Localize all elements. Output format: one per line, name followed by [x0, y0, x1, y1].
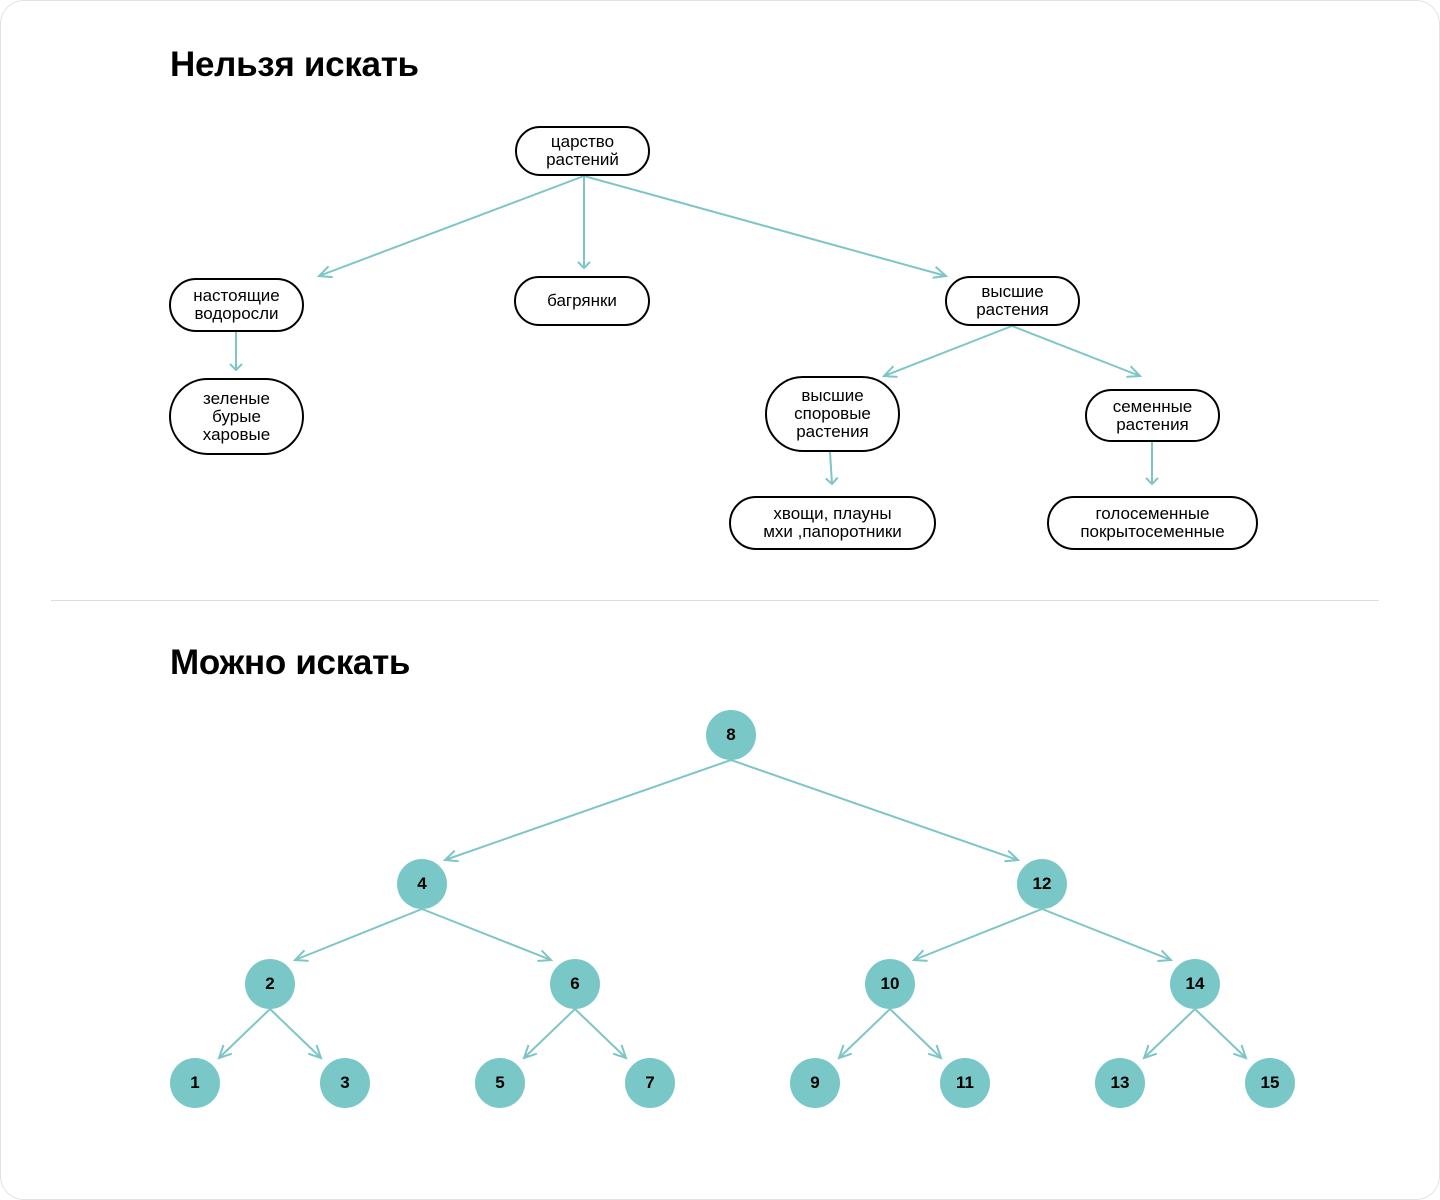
edge-4-6	[421, 908, 552, 961]
node-text-line: растений	[546, 150, 619, 169]
bst-node-5: 5	[475, 1058, 525, 1108]
edge-spore-kinds	[829, 451, 833, 485]
arrowhead	[307, 1044, 323, 1060]
node-text-line: высшие	[981, 282, 1044, 301]
node-text-line: зеленые	[203, 388, 270, 408]
node-text-line: настоящие	[193, 286, 280, 305]
node-text-line: бурые	[212, 406, 261, 426]
edge-2-1	[218, 1008, 271, 1059]
node-spore-kinds: хвощи, плауны мхи ,папоротники	[729, 496, 936, 550]
arrowhead	[927, 1044, 943, 1060]
arrowhead	[1157, 949, 1174, 962]
bst-node-15: 15	[1245, 1058, 1295, 1108]
edge-8-4	[444, 759, 732, 861]
arrowhead	[837, 1044, 853, 1060]
arrowhead	[442, 849, 459, 863]
arrowhead	[217, 1044, 233, 1060]
node-text-line: голосеменные	[1095, 504, 1210, 523]
edge-14-13	[1143, 1008, 1196, 1059]
arrowhead	[1142, 1044, 1158, 1060]
section-title-cannot-search: Нельзя искать	[170, 45, 419, 84]
edge-10-11	[889, 1008, 942, 1059]
arrowhead	[1004, 849, 1021, 863]
node-algae: настоящие водоросли	[169, 278, 304, 332]
edge-kingdom-algae	[318, 175, 585, 277]
edge-6-7	[574, 1008, 627, 1059]
edge-10-9	[838, 1008, 891, 1059]
bottom-tree-edges	[217, 759, 1248, 1060]
node-higher-plants: высшие растения	[945, 276, 1080, 326]
arrowhead	[825, 476, 839, 486]
edge-kingdom-higher	[583, 175, 947, 277]
bst-node-7: 7	[625, 1058, 675, 1108]
bst-node-2: 2	[245, 959, 295, 1009]
bst-node-8: 8	[706, 710, 756, 760]
bst-node-3: 3	[320, 1058, 370, 1108]
bst-node-12: 12	[1017, 859, 1067, 909]
node-text-line: багрянки	[547, 291, 617, 310]
edge-14-15	[1194, 1008, 1247, 1059]
section-title-can-search: Можно искать	[170, 643, 411, 682]
node-spore-plants: высшие споровые растения	[765, 376, 900, 452]
node-text-line: харовые	[202, 424, 271, 444]
edge-12-14	[1041, 908, 1172, 961]
node-seed-kinds: голосеменные покрытосеменные	[1047, 496, 1258, 550]
edge-2-3	[269, 1008, 322, 1059]
edge-8-12	[730, 759, 1019, 861]
arrowhead	[1126, 365, 1143, 378]
edge-higher-spore	[883, 325, 1013, 377]
node-text-line: споровые	[794, 404, 871, 423]
arrowhead	[522, 1044, 538, 1060]
arrowhead	[881, 365, 898, 378]
section-divider	[51, 600, 1379, 601]
node-algae-kinds: зеленые бурые харовые	[169, 378, 304, 455]
arrowhead	[1145, 477, 1159, 486]
node-text-line: растения	[976, 300, 1049, 319]
bst-node-10: 10	[865, 959, 915, 1009]
node-red-algae: багрянки	[514, 276, 650, 326]
edge-6-5	[523, 1008, 576, 1059]
arrowhead	[612, 1044, 628, 1060]
node-text-line: мхи ,папоротники	[763, 522, 902, 541]
node-text-line: водоросли	[194, 304, 279, 323]
bst-node-6: 6	[550, 959, 600, 1009]
arrowhead	[911, 949, 928, 962]
node-text-line: покрытосеменные	[1080, 522, 1225, 541]
node-text-line: растения	[796, 422, 869, 441]
node-text-line: царство	[550, 132, 615, 151]
bst-node-9: 9	[790, 1058, 840, 1108]
bst-node-1: 1	[170, 1058, 220, 1108]
node-text-line: хвощи, плауны	[773, 504, 892, 523]
bst-node-11: 11	[940, 1058, 990, 1108]
edge-higher-seed	[1011, 325, 1141, 377]
node-text-line: растения	[1116, 414, 1189, 434]
bst-node-14: 14	[1170, 959, 1220, 1009]
arrowhead	[316, 265, 333, 279]
arrowhead	[292, 949, 309, 962]
bst-node-4: 4	[397, 859, 447, 909]
edge-4-2	[294, 908, 423, 961]
arrowhead	[229, 363, 243, 372]
top-tree-edges	[229, 175, 1159, 486]
arrowhead	[932, 265, 949, 279]
arrowhead	[577, 261, 591, 270]
node-text-line: семенные	[1112, 396, 1193, 416]
node-kingdom: царство растений	[515, 126, 650, 176]
arrowhead	[1232, 1044, 1248, 1060]
bst-node-13: 13	[1095, 1058, 1145, 1108]
node-seed-plants: семенные растения	[1085, 389, 1220, 442]
edge-12-10	[913, 908, 1043, 961]
node-text-line: высшие	[801, 386, 864, 405]
arrowhead	[537, 949, 554, 962]
